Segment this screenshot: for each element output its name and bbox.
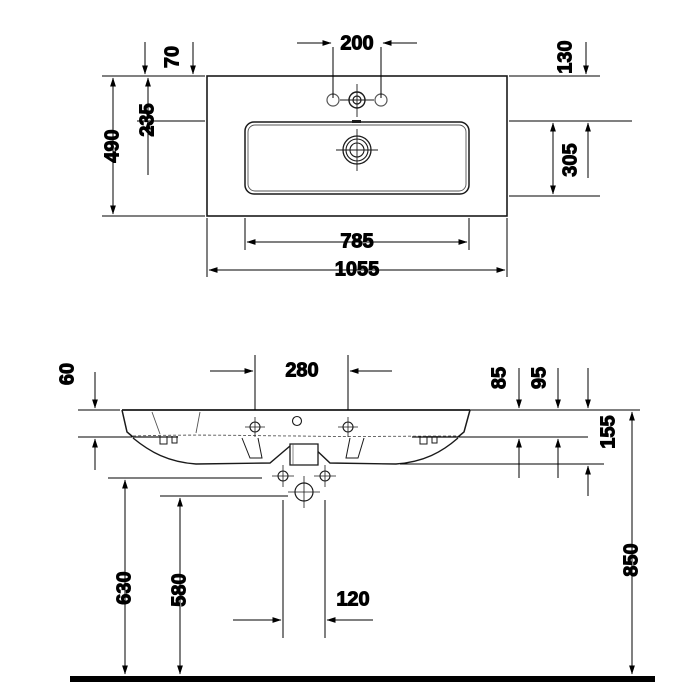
top-view-drain <box>336 129 378 171</box>
section-view-geometry <box>121 409 471 465</box>
dimension-label-235: 235 <box>136 103 158 136</box>
top-view-right-witness-lines <box>509 75 632 197</box>
dimension-label-200: 200 <box>340 32 373 54</box>
dimension-label-130: 130 <box>554 40 576 73</box>
section-view-mounting-holes <box>272 465 336 508</box>
dimension-280-extension <box>254 355 349 410</box>
section-lower-witness-lines <box>108 477 288 497</box>
dimension-label-630: 630 <box>113 571 135 604</box>
dimension-label-490: 490 <box>101 129 123 162</box>
dimension-label-580: 580 <box>168 573 190 606</box>
dimension-label-60: 60 <box>56 363 78 385</box>
dimension-label-305: 305 <box>559 143 581 176</box>
dimension-200-extension-lines <box>332 47 382 98</box>
dimension-305-line <box>550 122 591 195</box>
section-view-tap-holes <box>245 415 358 437</box>
dimension-label-1055: 1055 <box>335 258 380 280</box>
dimension-label-70: 70 <box>161 46 183 68</box>
top-view-bottom-extension-lines <box>206 218 508 277</box>
dimension-label-85: 85 <box>488 367 510 389</box>
section-right-witness-lines <box>400 409 640 465</box>
dimension-label-850: 850 <box>620 543 642 576</box>
dimension-70-lines <box>142 42 196 75</box>
dimension-120-extension <box>282 500 326 638</box>
dimension-60-witness <box>78 409 132 438</box>
dimension-label-120: 120 <box>336 588 369 610</box>
dimension-label-155: 155 <box>597 415 619 448</box>
dimension-label-95: 95 <box>528 367 550 389</box>
dimension-label-280: 280 <box>285 359 318 381</box>
dimension-label-785: 785 <box>340 230 373 252</box>
